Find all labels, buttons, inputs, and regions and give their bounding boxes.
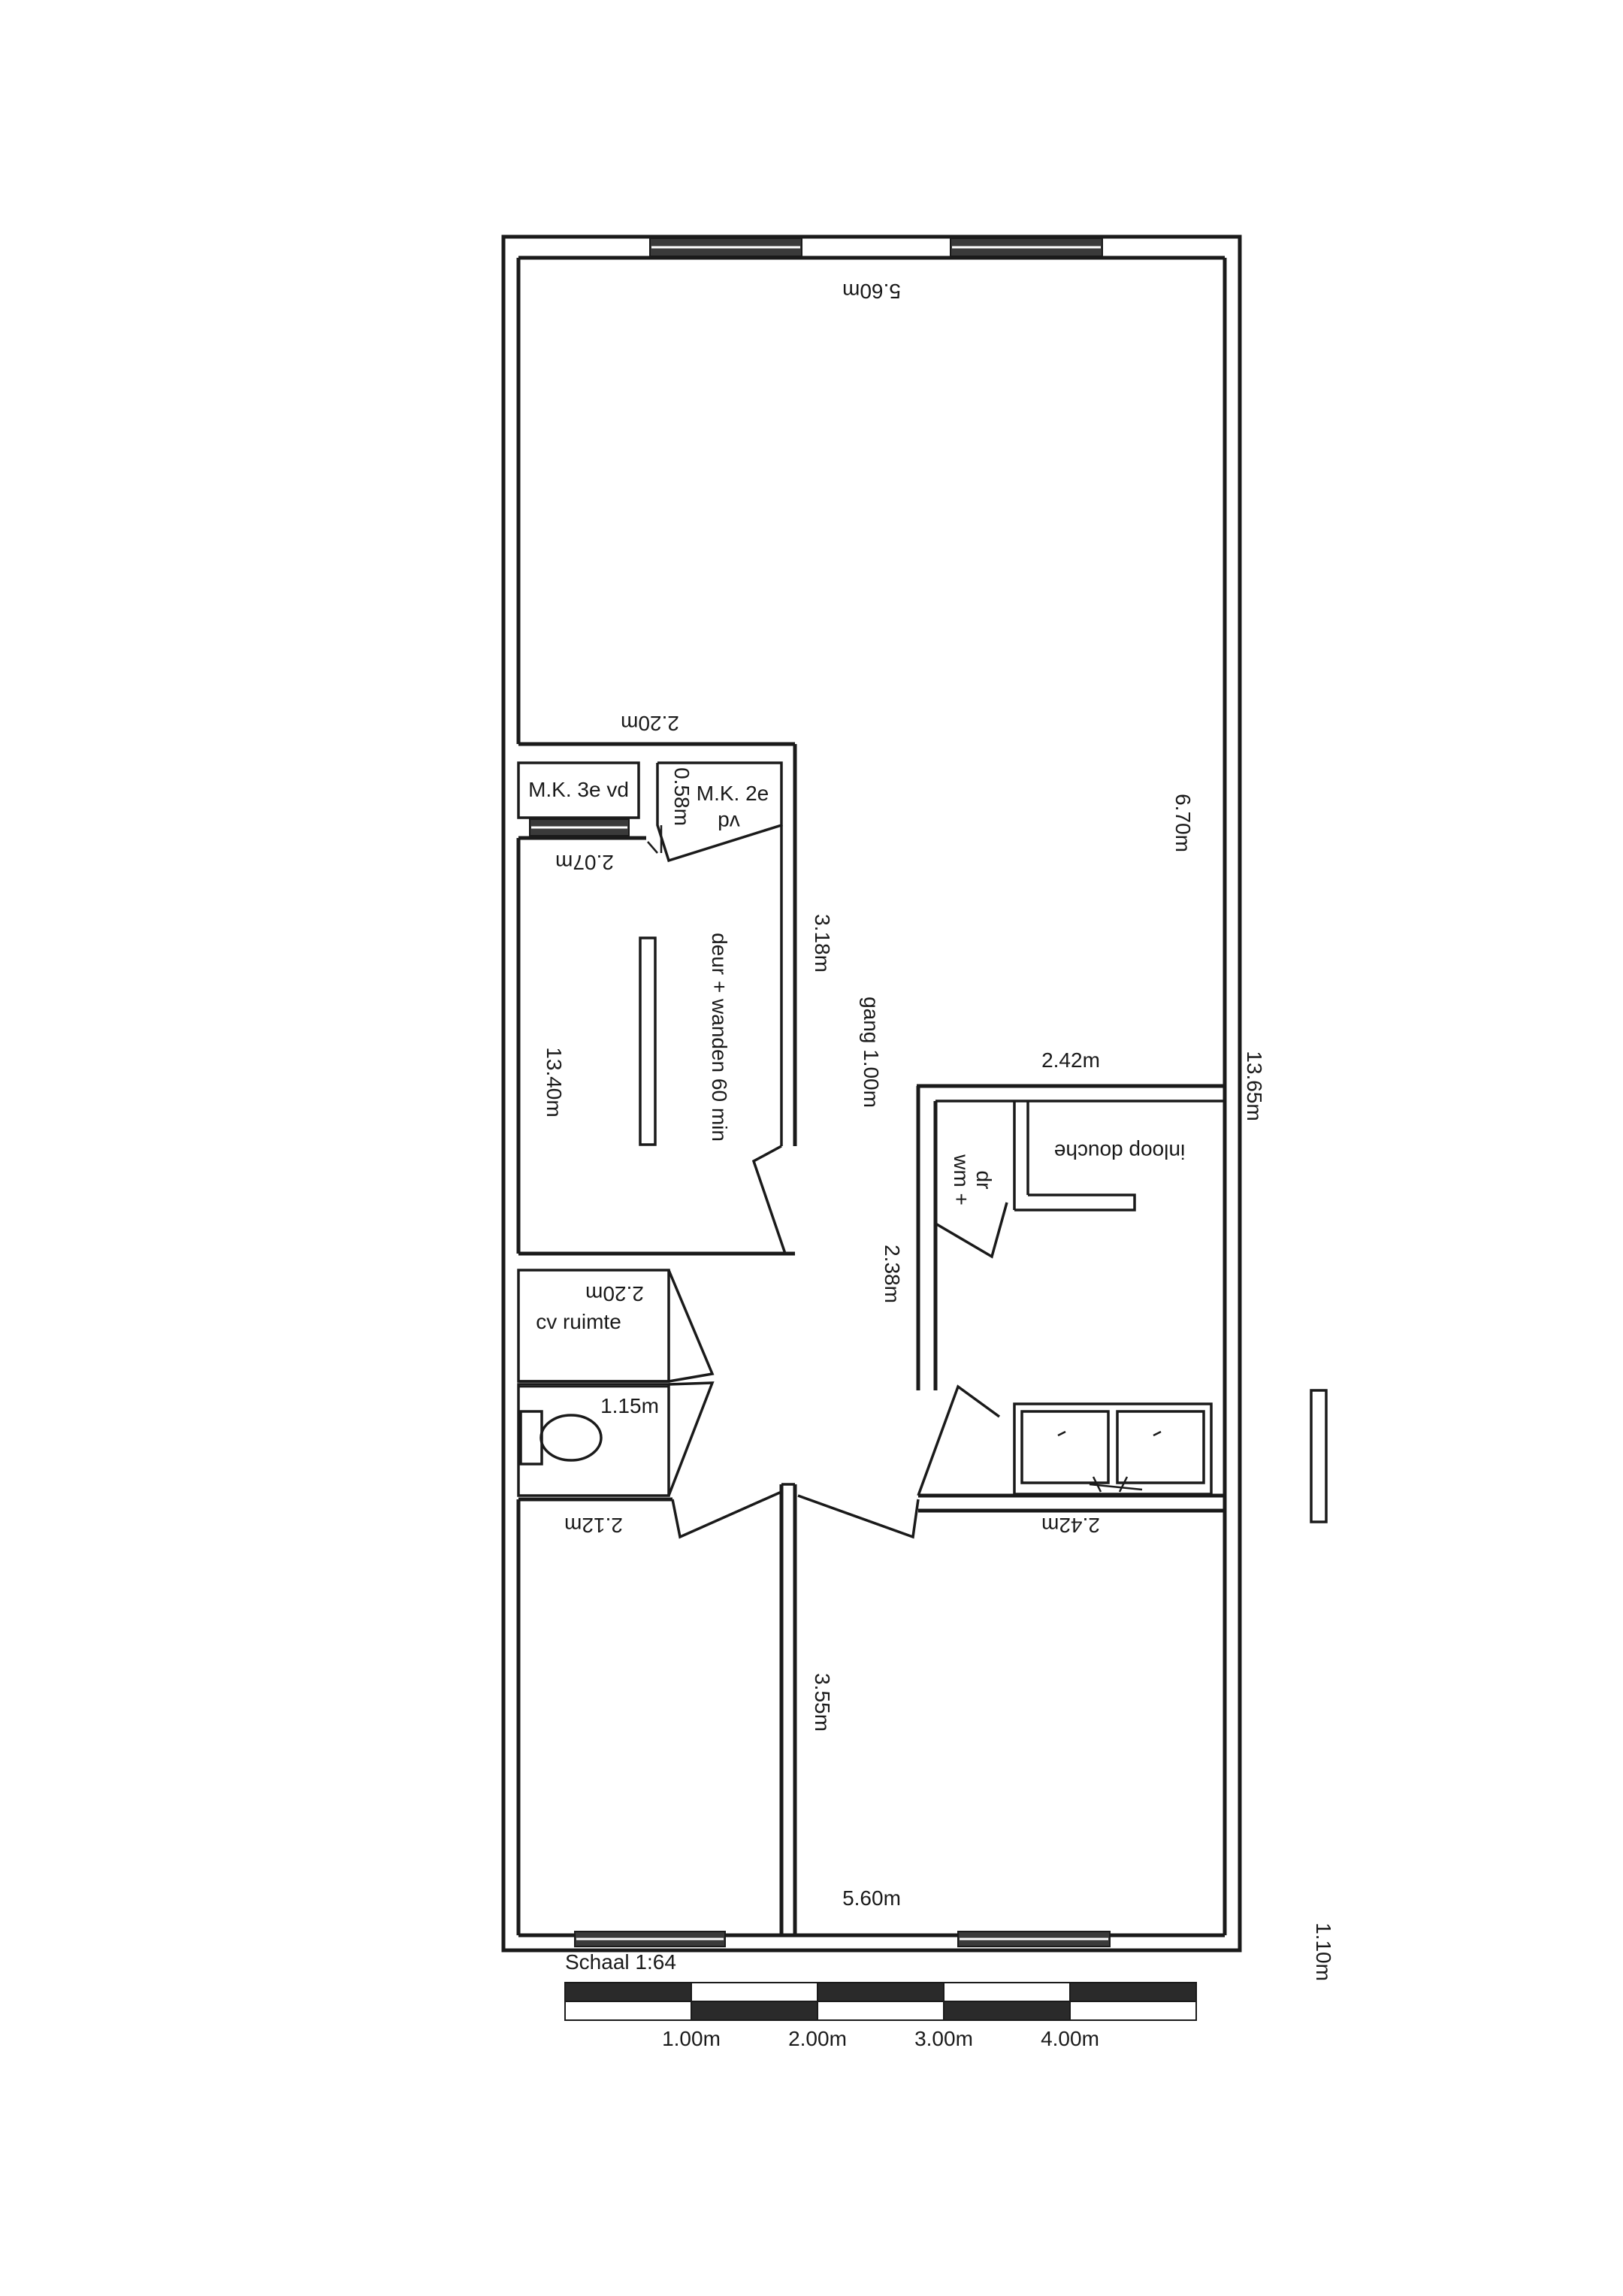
door-bathroom — [917, 1384, 1001, 1496]
toilet-icon — [519, 1410, 603, 1466]
label-room-13-40: 13.40m — [543, 1047, 566, 1117]
scale-tick-4: 4.00m — [1041, 2027, 1099, 2050]
side-elevation-bar — [1310, 1389, 1328, 1523]
window-bottom-left — [574, 1931, 726, 1947]
label-inloop: inloop douche — [1054, 1140, 1185, 1163]
door-wm — [935, 1202, 1008, 1259]
label-cv: cv ruimte — [536, 1310, 621, 1333]
label-wm-line2: dr — [972, 1171, 996, 1190]
label-mk2-line1: M.K. 2e — [697, 782, 769, 805]
label-wc-1-15: 1.15m — [600, 1394, 659, 1417]
label-top-width: 5.60m — [842, 280, 901, 303]
window-bottom-right — [957, 1931, 1111, 1947]
closet-mk2-mark — [647, 841, 658, 854]
double-sink-icon — [1013, 1402, 1213, 1496]
door-bedroom-right — [797, 1494, 920, 1539]
label-bath-2-38: 2.38m — [881, 1245, 904, 1303]
label-side-1-10: 1.10m — [1312, 1922, 1335, 1981]
label-bed-2-42: 2.42m — [1041, 1514, 1100, 1537]
fire-wall-60min — [639, 936, 657, 1146]
scale-title: Schaal 1:64 — [565, 1950, 676, 1974]
label-deur-wanden: deur + wanden 60 min — [708, 933, 731, 1142]
label-gang: gang 1.00m — [860, 997, 883, 1108]
closet-mk2 — [656, 761, 783, 863]
door-cv-room — [667, 1269, 715, 1383]
label-bed-3-55: 3.55m — [811, 1673, 834, 1732]
label-room-2-07: 2.07m — [555, 851, 614, 874]
label-living-depth: 6.70m — [1171, 794, 1195, 852]
scale-bar — [564, 1982, 1197, 2021]
window-closet-mk3 — [529, 818, 630, 836]
label-room-3-18: 3.18m — [811, 914, 834, 973]
label-total-depth: 13.65m — [1243, 1051, 1266, 1121]
scale-tick-2: 2.00m — [788, 2027, 847, 2050]
closet-mk3 — [517, 761, 640, 819]
label-mk2-depth: 0.58m — [670, 767, 694, 826]
label-bottom-5-60: 5.60m — [842, 1886, 901, 1910]
label-mk2-line2: vd — [718, 811, 740, 834]
outer-wall-outline — [501, 234, 1242, 1953]
door-room-left — [751, 1145, 787, 1254]
window-top-right — [950, 237, 1103, 257]
label-bath-2-42: 2.42m — [1041, 1048, 1100, 1072]
scale-tick-1: 1.00m — [662, 2027, 721, 2050]
label-mk3: M.K. 3e vd — [528, 778, 629, 801]
label-bed-2-12: 2.12m — [564, 1514, 623, 1537]
shower-partition-h — [1014, 1193, 1136, 1212]
label-cv-2-20: 2.20m — [585, 1282, 644, 1305]
label-wm-line1: wm + — [950, 1154, 973, 1205]
door-wc — [667, 1381, 715, 1496]
wc-room — [517, 1383, 670, 1497]
window-top-left — [649, 237, 802, 257]
scale-tick-3: 3.00m — [914, 2027, 973, 2050]
label-wall-2-20-top: 2.20m — [621, 712, 679, 735]
door-bedroom-left — [671, 1490, 782, 1539]
